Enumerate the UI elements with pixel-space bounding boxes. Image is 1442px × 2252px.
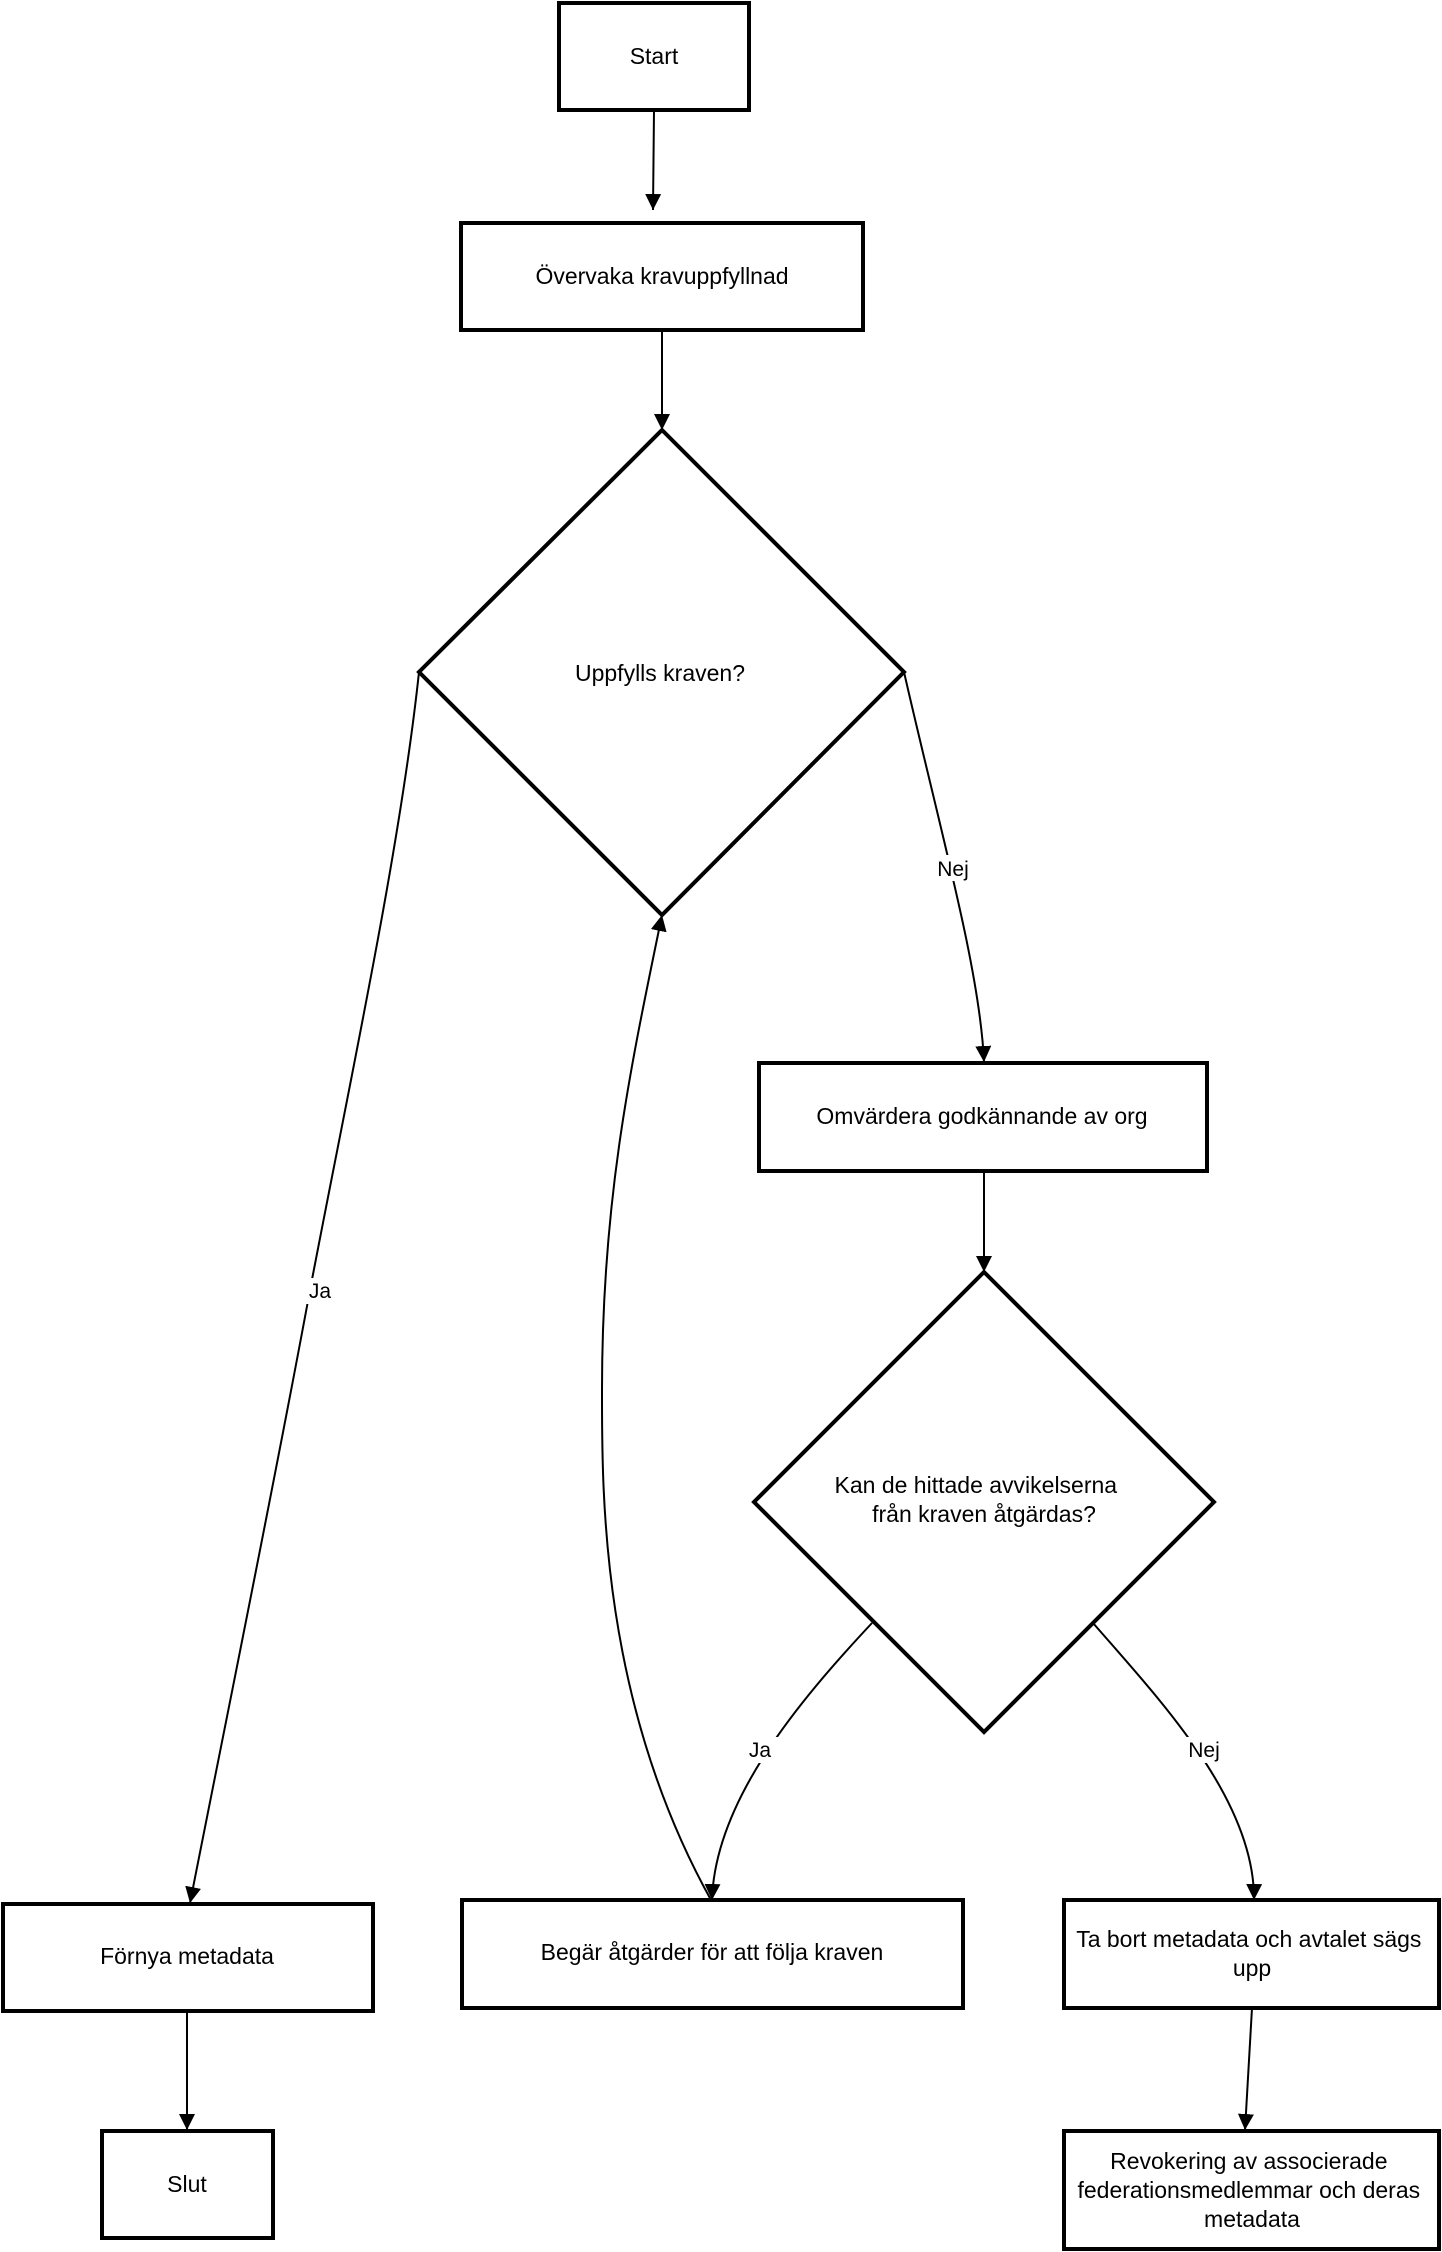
node-request: Begär åtgärder för att följa kraven (460, 1898, 965, 2010)
svg-text:Begär åtgärder för att följa k: Begär åtgärder för att följa kraven (541, 1939, 884, 1965)
svg-text:Ta bort metadata och avtalet s: Ta bort metadata och avtalet sägs upp (1076, 1926, 1428, 1981)
svg-text:Nej: Nej (937, 858, 969, 881)
node-monitor: Övervaka kravuppfyllnad (459, 221, 865, 332)
node-revoke-label-line2: federationsmedlemmar och deras (1078, 2177, 1421, 2203)
edge-decision1-no-to-reevaluate (903, 671, 992, 1063)
edge-label-yes-1: Ja (302, 1278, 338, 1304)
edge-decision2-yes-to-request (704, 1622, 873, 1901)
svg-text:Förnya metadata: Förnya metadata (100, 1943, 274, 1969)
node-reevaluate-label: Omvärdera godkännande av org (816, 1103, 1147, 1129)
node-revoke: Revokering av associerade federationsmed… (1062, 2129, 1441, 2251)
node-remove-label-line2: upp (1233, 1955, 1271, 1981)
node-decision1: Uppfylls kraven? (416, 427, 907, 918)
edge-label-no-1: Nej (932, 855, 974, 881)
svg-text:Ja: Ja (309, 1280, 332, 1303)
edge-decision2-no-to-remove (1092, 1622, 1263, 1901)
node-decision1-label: Uppfylls kraven? (575, 660, 745, 686)
svg-text:Start: Start (630, 43, 679, 69)
node-decision2-label-line1: Kan de hittade avvikelserna (835, 1472, 1118, 1498)
node-remove: Ta bort metadata och avtalet sägs upp (1062, 1898, 1441, 2010)
edge-label-no-2: Nej (1183, 1737, 1225, 1763)
svg-text:Övervaka kravuppfyllnad: Övervaka kravuppfyllnad (535, 263, 788, 289)
node-decision2-label-line2: från kraven åtgärdas? (872, 1501, 1096, 1527)
svg-text:Ja: Ja (749, 1739, 772, 1762)
svg-text:Kan de hittade avvikelserna: Kan de hittade avvikelserna från kraven … (835, 1472, 1124, 1527)
node-end: Slut (100, 2129, 275, 2240)
svg-text:Uppfylls kraven?: Uppfylls kraven? (575, 660, 745, 686)
svg-text:Nej: Nej (1188, 1739, 1220, 1762)
node-start: Start (557, 1, 751, 112)
svg-text:Omvärdera godkännande av org: Omvärdera godkännande av org (816, 1103, 1147, 1129)
edge-labels: Ja Nej Ja Nej (302, 855, 1225, 1763)
edge-remove-to-revoke (1237, 2007, 1254, 2131)
svg-text:Revokering av associerade: Revokering av associerade federationsmed… (1078, 2148, 1427, 2232)
node-monitor-label: Övervaka kravuppfyllnad (535, 263, 788, 289)
node-request-label: Begär åtgärder för att följa kraven (541, 1939, 884, 1965)
edge-request-back-to-decision1 (600, 914, 712, 1901)
node-renew-label: Förnya metadata (100, 1943, 274, 1969)
svg-text:Slut: Slut (167, 2171, 207, 2197)
node-revoke-label-line1: Revokering av associerade (1110, 2148, 1387, 2174)
edge-start-to-monitor (645, 109, 662, 211)
node-renew: Förnya metadata (1, 1902, 375, 2013)
node-remove-label-line1: Ta bort metadata och avtalet sägs (1076, 1926, 1421, 1952)
node-reevaluate: Omvärdera godkännande av org (757, 1061, 1209, 1173)
edge-label-yes-2: Ja (742, 1737, 778, 1763)
node-end-label: Slut (167, 2171, 207, 2197)
node-decision2: Kan de hittade avvikelserna från kraven … (751, 1269, 1217, 1735)
node-revoke-label-line3: metadata (1204, 2206, 1300, 2232)
node-start-label: Start (630, 43, 679, 69)
